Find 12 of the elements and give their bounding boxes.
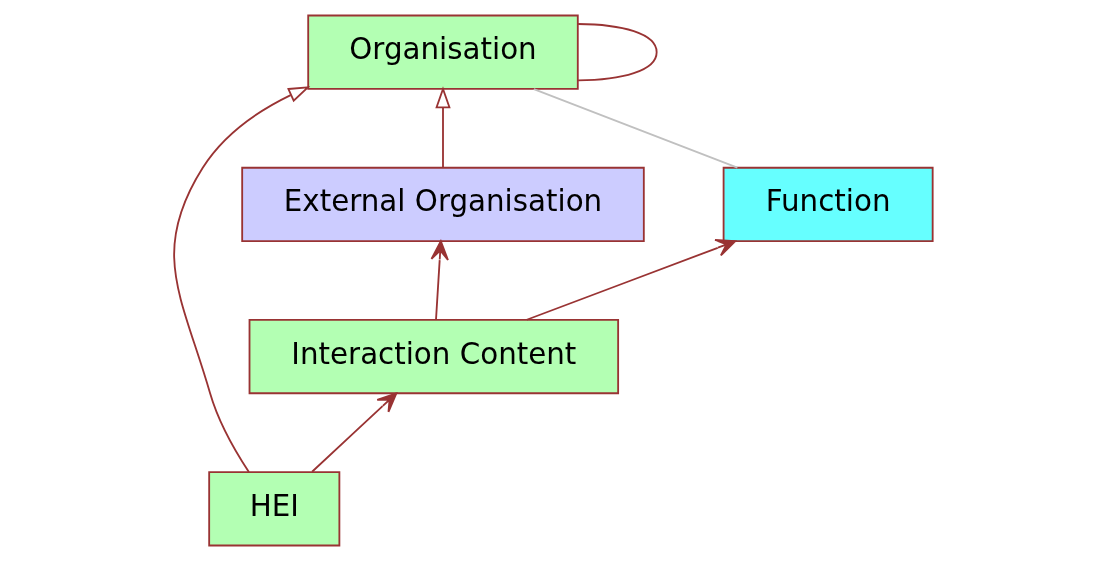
- node-box: Function: [722, 166, 934, 242]
- arrow: [525, 239, 736, 321]
- arrow: [310, 392, 397, 473]
- arrow: [430, 240, 449, 321]
- node-box: Organisation: [306, 14, 579, 90]
- connector: [532, 88, 738, 169]
- arrow: [434, 86, 451, 169]
- connector: [576, 23, 658, 82]
- arrow: [172, 86, 310, 473]
- node-box: External Organisation: [240, 166, 645, 242]
- node-box: HEI: [207, 471, 340, 547]
- node-box: Interaction Content: [248, 319, 619, 395]
